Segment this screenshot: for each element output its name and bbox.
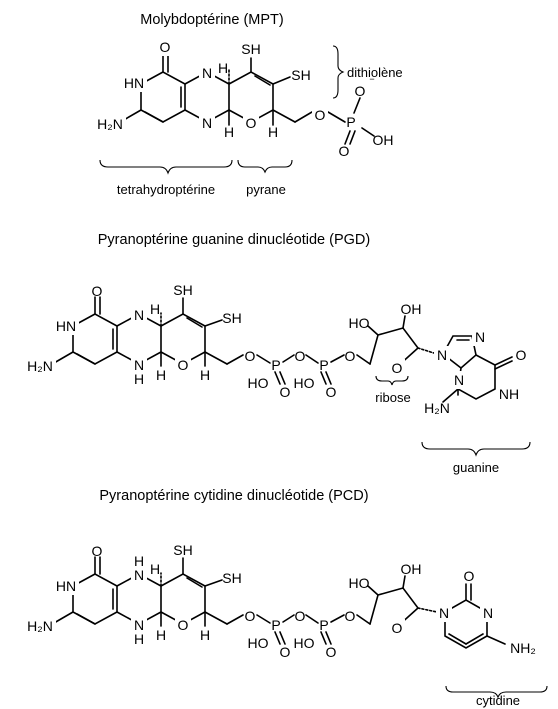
atom-label: NH₂ <box>510 640 536 656</box>
atom-label: N <box>439 605 449 621</box>
atom-label: N <box>437 347 447 363</box>
label-cytidine: cytidine <box>476 693 520 708</box>
atom-label: H <box>224 124 234 140</box>
atom-label: O <box>280 384 291 400</box>
pcd-structure: Pyranoptérine cytidine dinucléotide (PCD… <box>22 488 548 708</box>
label-guanine: guanine <box>453 460 499 475</box>
atom-label: P <box>319 357 328 373</box>
mpt-structure: Molybdoptérine (MPT) O HN H₂N N <box>92 12 403 197</box>
atom-label: O <box>280 644 291 660</box>
atom-label: N <box>134 617 144 633</box>
atom-label: N <box>202 65 212 81</box>
atom-label: O <box>516 347 527 363</box>
atom-label: N <box>134 567 144 583</box>
atom-label: SH <box>222 570 241 586</box>
atom-label: O <box>246 115 257 131</box>
atom-label: H <box>134 631 144 647</box>
atom-label: H <box>218 60 228 76</box>
atom-label: O <box>464 568 475 584</box>
atom-label: O <box>92 543 103 559</box>
atom-label: HO <box>248 375 269 391</box>
atom-label: O <box>326 644 337 660</box>
atom-label: O <box>339 143 350 159</box>
atom-label: O <box>178 617 189 633</box>
atom-label: N <box>134 307 144 323</box>
atom-label: P <box>319 617 328 633</box>
atom-label: O <box>392 620 403 636</box>
atom-label: H <box>156 367 166 383</box>
pcd-title: Pyranoptérine cytidine dinucléotide (PCD… <box>99 488 368 504</box>
atom-label: N <box>483 605 493 621</box>
atom-label: H <box>134 553 144 569</box>
atom-label: O <box>295 608 306 624</box>
atom-label: HN <box>56 318 76 334</box>
label-tetrahydropterine: tetrahydroptérine <box>117 182 215 197</box>
atom-label: N <box>454 372 464 388</box>
atom-label: H <box>150 301 160 317</box>
atom-label: N <box>202 115 212 131</box>
atom-label: SH <box>222 310 241 326</box>
atom-label: HN <box>56 578 76 594</box>
atom-label: HO <box>349 315 370 331</box>
mpt-title: Molybdoptérine (MPT) <box>140 12 283 28</box>
atom-label: H₂N <box>424 400 450 416</box>
atom-label: P <box>271 357 280 373</box>
atom-label: P <box>271 617 280 633</box>
label-ribose: ribose <box>375 390 410 405</box>
atom-label: SH <box>291 67 310 83</box>
atom-label: N <box>134 357 144 373</box>
atom-label: O <box>160 39 171 55</box>
label-pyrane: pyrane <box>246 182 286 197</box>
atom-label: O <box>92 283 103 299</box>
atom-label: H <box>150 561 160 577</box>
atom-label: N <box>475 329 485 345</box>
atom-label: H <box>134 371 144 387</box>
atom-label: HO <box>349 575 370 591</box>
atom-label: SH <box>173 542 192 558</box>
atom-label: H <box>200 367 210 383</box>
atom-label: O <box>392 360 403 376</box>
pgd-structure: Pyranoptérine guanine dinucléotide (PGD) <box>22 232 531 475</box>
pgd-title: Pyranoptérine guanine dinucléotide (PGD) <box>98 232 370 248</box>
atom-label: OH <box>373 132 394 148</box>
atom-label: OH <box>401 561 422 577</box>
atom-label: O <box>345 608 356 624</box>
atom-label: H <box>156 627 166 643</box>
atom-label: HO <box>294 375 315 391</box>
atom-label: O <box>295 348 306 364</box>
atom-label: SH <box>173 282 192 298</box>
atom-label: HO <box>294 635 315 651</box>
atom-label: P <box>346 114 355 130</box>
atom-label: OH <box>401 301 422 317</box>
atom-label: − <box>369 74 374 84</box>
atom-label: H₂N <box>27 358 53 374</box>
atom-label: O <box>245 608 256 624</box>
atom-label: H₂N <box>97 116 123 132</box>
atom-label: O <box>355 83 366 99</box>
atom-label: O <box>245 348 256 364</box>
label-dithiolene: dithiolène <box>347 65 403 80</box>
atom-label: SH <box>241 41 260 57</box>
atom-label: O <box>315 107 326 123</box>
atom-label: O <box>178 357 189 373</box>
atom-label: O <box>345 348 356 364</box>
atom-label: HN <box>124 75 144 91</box>
atom-label: O <box>326 384 337 400</box>
atom-label: HO <box>248 635 269 651</box>
atom-label: H <box>200 627 210 643</box>
atom-label: H <box>268 124 278 140</box>
atom-label: NH <box>499 386 519 402</box>
atom-label: H₂N <box>27 618 53 634</box>
